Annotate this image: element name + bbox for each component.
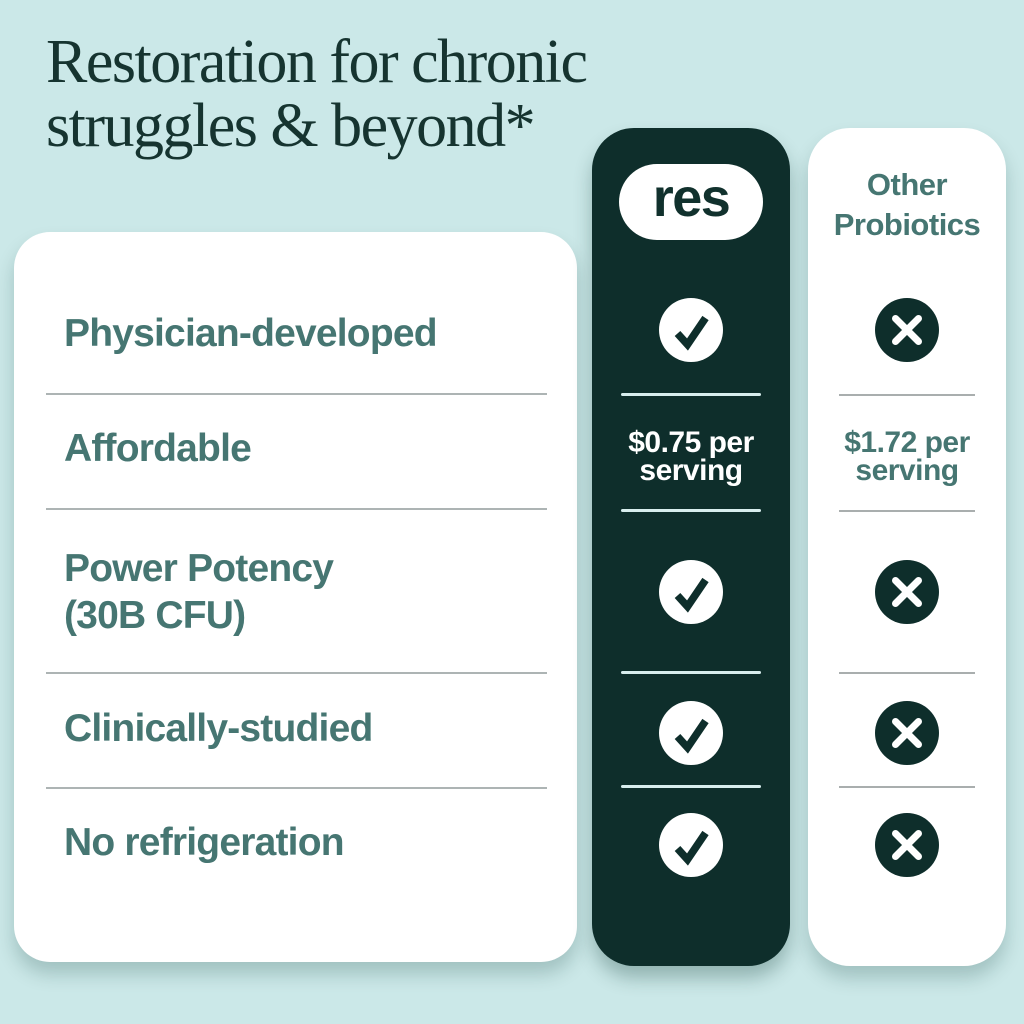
res-price-line2: serving (639, 454, 743, 487)
page-title-line2: struggles & beyond* (46, 92, 536, 160)
x-icon (875, 560, 939, 624)
divider (839, 394, 975, 396)
check-icon (659, 298, 723, 362)
check-icon (659, 701, 723, 765)
divider (621, 393, 761, 396)
x-icon (875, 813, 939, 877)
feature-label-physician-developed: Physician-developed (64, 312, 438, 355)
res-logo: res (619, 164, 763, 240)
divider (46, 787, 547, 789)
divider (46, 508, 547, 510)
feature-label-affordable: Affordable (64, 427, 252, 470)
other-header-line2: Probiotics (833, 207, 981, 242)
check-icon (659, 560, 723, 624)
divider (621, 671, 761, 674)
res-price-line1: $0.75 per (628, 426, 754, 459)
other-price-line1: $1.72 per (844, 426, 970, 459)
x-icon (875, 701, 939, 765)
divider (839, 786, 975, 788)
divider (621, 785, 761, 788)
divider (621, 509, 761, 512)
feature-label-power-potency: Power Potency(30B CFU) (64, 545, 549, 639)
feature-label-no-refrigeration: No refrigeration (64, 821, 345, 864)
check-icon (659, 813, 723, 877)
other-header-line1: Other (866, 167, 948, 202)
divider (839, 510, 975, 512)
other-price-line2: serving (855, 454, 959, 487)
feature-label-line1: Power Potency (64, 547, 334, 590)
divider (46, 393, 547, 395)
page-title-line1: Restoration for chronic (46, 28, 588, 96)
x-icon (875, 298, 939, 362)
feature-label-line2: (30B CFU) (64, 594, 246, 637)
feature-label-clinically-studied: Clinically-studied (64, 707, 373, 750)
features-card: Physician-developed Affordable Power Pot… (14, 232, 577, 962)
divider (46, 672, 547, 674)
res-logo-text: res (652, 168, 731, 228)
divider (839, 672, 975, 674)
